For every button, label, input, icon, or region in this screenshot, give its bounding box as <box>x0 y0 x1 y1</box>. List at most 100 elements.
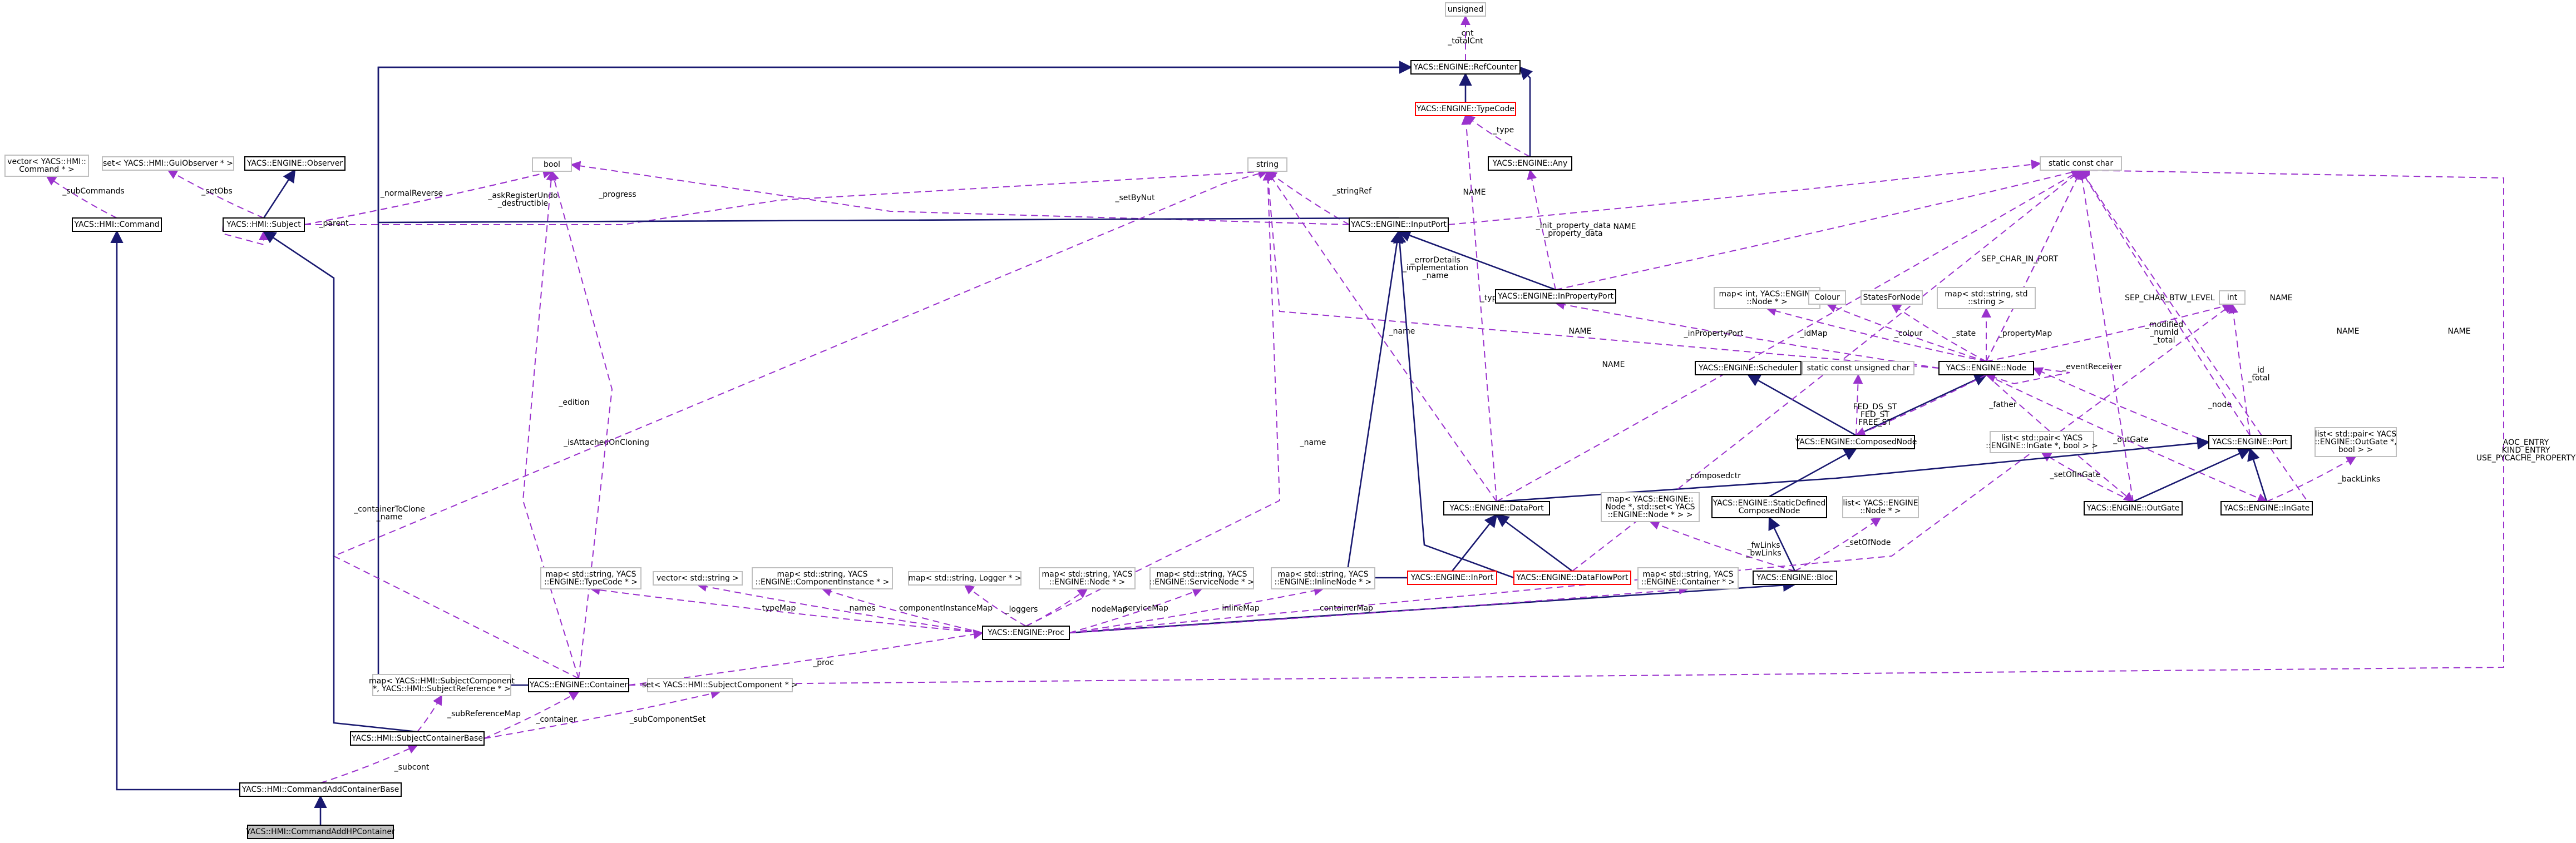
edge-label-line: _composedctr <box>1686 472 1741 480</box>
edge-label-line: _total <box>2153 336 2175 345</box>
edge-label-line: _subComponentSet <box>629 715 706 724</box>
class-node-proc[interactable]: YACS::ENGINE::Proc <box>982 626 1070 640</box>
class-node-inputport[interactable]: YACS::ENGINE::InputPort <box>1349 217 1449 232</box>
class-node-set-subjcomp[interactable]: set< YACS::HMI::SubjectComponent * > <box>642 678 798 692</box>
class-node-any[interactable]: YACS::ENGINE::Any <box>1488 156 1572 171</box>
class-node-box <box>1039 567 1136 589</box>
class-node-map-servicenode[interactable]: map< std::string, YACS::ENGINE::ServiceN… <box>1149 567 1254 589</box>
edge-staticdefined-to-composed <box>1769 448 1858 498</box>
class-node-statesfornode[interactable]: StatesForNode <box>1861 290 1923 305</box>
class-node-map-int-node[interactable]: map< int, YACS::ENGINE::Node * > <box>1714 287 1820 309</box>
edge-proc-to-mapcont <box>1069 584 1689 633</box>
edge-label-subcont: _subcont <box>394 763 430 772</box>
class-node-refcounter[interactable]: YACS::ENGINE::RefCounter <box>1410 60 1521 75</box>
class-node-int[interactable]: int <box>2219 290 2246 305</box>
class-node-composednode[interactable]: YACS::ENGINE::ComposedNode <box>1795 435 1917 449</box>
class-node-box <box>239 782 402 797</box>
class-node-map-container[interactable]: map< std::string, YACS::ENGINE::Containe… <box>1637 567 1739 589</box>
class-node-box <box>2208 435 2292 449</box>
edge-any-to-refcounter <box>1519 66 1533 157</box>
class-node-box <box>350 731 485 746</box>
edge-label-line: _subReferenceMap <box>447 710 521 718</box>
class-node-list-ingate[interactable]: list< std::pair< YACS::ENGINE::InGate *,… <box>1986 431 2098 453</box>
class-node-box <box>1443 501 1550 515</box>
class-node-set-guiobserver[interactable]: set< YACS::HMI::GuiObserver * > <box>102 156 234 171</box>
class-node-port[interactable]: YACS::ENGINE::Port <box>2208 435 2292 449</box>
edge-label-line: _proc <box>812 658 834 667</box>
edge-outgate-to-scc <box>2077 169 2134 502</box>
class-node-outgate[interactable]: YACS::ENGINE::OutGate <box>2084 501 2183 515</box>
edge-label-line: SEP_CHAR_BTW_LEVEL <box>2125 294 2215 303</box>
edge-label-father: _father <box>1988 400 2016 409</box>
edge-inpropertyport-to-scc <box>1555 167 2082 290</box>
class-node-ingate[interactable]: YACS::ENGINE::InGate <box>2220 501 2313 515</box>
class-node-inpropertyport[interactable]: YACS::ENGINE::InPropertyPort <box>1495 289 1616 304</box>
class-node-map-string-string[interactable]: map< std::string, std::string > <box>1937 287 2036 309</box>
edge-label-outgate: _outGate <box>2113 435 2148 444</box>
class-node-dataflowport[interactable]: YACS::ENGINE::DataFlowPort <box>1513 571 1631 585</box>
class-node-label-line: map< std::string, YACS <box>1278 570 1369 579</box>
class-node-node[interactable]: YACS::ENGINE::Node <box>1938 361 2034 375</box>
class-node-bool[interactable]: bool <box>532 157 572 172</box>
class-node-map-inlinenode[interactable]: map< std::string, YACS::ENGINE::InlineNo… <box>1271 567 1375 589</box>
class-node-cmdaddcontbase[interactable]: YACS::HMI::CommandAddContainerBase <box>239 782 402 797</box>
class-node-box <box>1407 571 1497 585</box>
class-node-label-line: YACS::ENGINE::StaticDefined <box>1713 499 1826 508</box>
class-node-subject[interactable]: YACS::HMI::Subject <box>223 217 305 232</box>
edge-outgate-to-listingate <box>2041 452 2134 502</box>
edge-label-line: _modified <box>2145 320 2183 329</box>
class-node-static-const-char[interactable]: static const char <box>2040 156 2122 171</box>
edge-label-line: _parent <box>319 219 349 228</box>
class-node-cmdaddhp[interactable]: YACS::HMI::CommandAddHPContainer <box>245 825 395 839</box>
class-node-label: map< std::string, YACS::ENGINE::TypeCode… <box>544 570 638 587</box>
edge-label-askreg: _askRegisterUndo_destructible <box>487 191 557 208</box>
class-node-list-node[interactable]: list< YACS::ENGINE::Node * > <box>1842 496 1919 518</box>
class-node-static-const-uchar[interactable]: static const unsigned char <box>1802 361 1914 375</box>
class-node-label: YACS::ENGINE::OutGate <box>2086 504 2180 513</box>
class-node-observer[interactable]: YACS::ENGINE::Observer <box>244 156 346 171</box>
edge-label-composedctr: _composedctr <box>1686 472 1741 480</box>
class-node-label: vector< std::string > <box>657 574 739 583</box>
class-node-label: YACS::ENGINE::TypeCode <box>1416 105 1514 113</box>
class-node-vector-command[interactable]: vector< YACS::HMI::Command * > <box>4 155 89 177</box>
class-node-scheduler[interactable]: YACS::ENGINE::Scheduler <box>1695 361 1802 375</box>
class-node-label-line: ::ENGINE::ServiceNode * > <box>1149 578 1254 587</box>
class-node-bloc[interactable]: YACS::ENGINE::Bloc <box>1753 571 1837 585</box>
class-node-map-typecode[interactable]: map< std::string, YACS::ENGINE::TypeCode… <box>540 567 641 589</box>
class-node-map-compinst[interactable]: map< std::string, YACS::ENGINE::Componen… <box>752 567 893 589</box>
edge-label-line: NAME <box>1463 188 1486 197</box>
class-node-label-line: bool <box>544 160 560 169</box>
edge-composednode-to-scheduler <box>1746 374 1857 437</box>
class-node-label: YACS::ENGINE::InGate <box>2223 504 2309 513</box>
class-node-subjcontbase[interactable]: YACS::HMI::SubjectContainerBase <box>350 731 485 746</box>
class-node-map-node[interactable]: map< std::string, YACS::ENGINE::Node * > <box>1039 567 1136 589</box>
class-node-map-node-set[interactable]: map< YACS::ENGINE::Node *, std::set< YAC… <box>1601 492 1700 522</box>
edge-subject-to-setobs <box>167 170 264 219</box>
class-node-container[interactable]: YACS::ENGINE::Container <box>528 678 629 692</box>
edge-label-line: _bwLinks <box>1745 549 1781 558</box>
class-node-label-line: YACS::ENGINE::Any <box>1492 159 1568 168</box>
class-node-inport[interactable]: YACS::ENGINE::InPort <box>1407 571 1497 585</box>
class-node-label-line: ::ENGINE::ComponentInstance * > <box>756 578 890 587</box>
class-node-label-line: string <box>1256 160 1279 169</box>
edge-label-line: _edition <box>558 398 589 407</box>
class-node-list-outgate[interactable]: list< std::pair< YACS::ENGINE::OutGate *… <box>2315 427 2397 457</box>
nodes-layer: unsignedYACS::ENGINE::RefCounterYACS::EN… <box>4 2 2397 839</box>
class-node-typecode[interactable]: YACS::ENGINE::TypeCode <box>1415 102 1516 116</box>
class-node-map-logger[interactable]: map< std::string, Logger * > <box>908 571 1021 586</box>
class-node-label: YACS::ENGINE::Port <box>2212 438 2288 447</box>
class-node-dataport[interactable]: YACS::ENGINE::DataPort <box>1443 501 1550 515</box>
class-node-command[interactable]: YACS::HMI::Command <box>72 217 162 232</box>
edge-port-to-node <box>2032 367 2209 443</box>
class-node-label: map< std::string, YACS::ENGINE::Componen… <box>756 570 890 587</box>
class-node-vector-string[interactable]: vector< std::string > <box>653 571 743 586</box>
class-node-string[interactable]: string <box>1247 157 1287 172</box>
class-node-label-line: YACS::ENGINE::Scheduler <box>1698 364 1798 373</box>
class-node-colour[interactable]: Colour <box>1808 290 1846 305</box>
class-node-unsigned[interactable]: unsigned <box>1445 2 1486 17</box>
edge-container-to-proc <box>628 629 984 686</box>
class-node-map-subjcomp[interactable]: map< YACS::HMI::SubjectComponent*, YACS:… <box>369 674 515 696</box>
edge-label-errordetails: _errorDetails_implementation_name <box>1402 256 1468 280</box>
class-node-label-line: ::ENGINE::InlineNode * > <box>1275 578 1372 587</box>
